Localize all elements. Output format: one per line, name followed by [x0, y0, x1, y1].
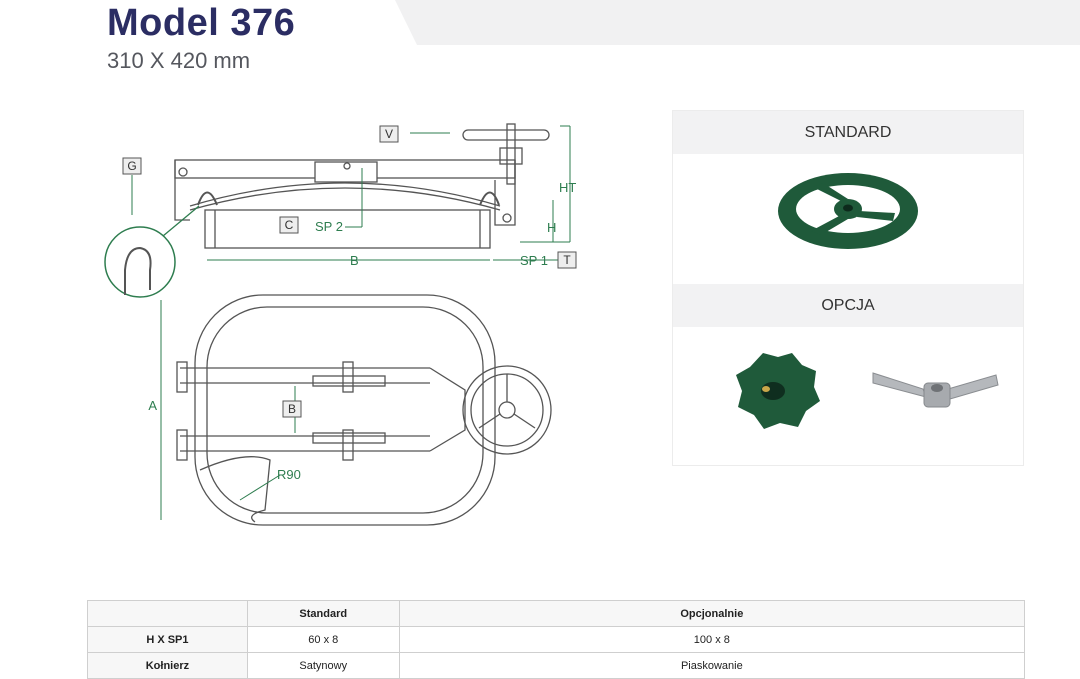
label-box-c — [279, 216, 299, 234]
page-subtitle: 310 X 420 mm — [107, 48, 251, 73]
standard-heading: STANDARD — [673, 111, 1023, 154]
bar-plate-top — [312, 375, 386, 387]
pivot-right — [502, 213, 512, 223]
side-view-hinge-left — [174, 160, 190, 221]
row-name: H X SP1 — [87, 626, 248, 653]
header-cell-standard: Standard — [246, 600, 400, 627]
label-g: G — [127, 159, 136, 173]
spec-table: Standard Opcjonalnie H X SP1 60 x 8 100 … — [87, 600, 1026, 679]
pivot-left — [178, 167, 188, 177]
knob-option-image — [736, 353, 820, 429]
label-sp2: SP 2 — [315, 219, 343, 234]
pivot-center — [343, 162, 351, 170]
label-b-dim: B — [350, 253, 359, 268]
spec-table-header: Standard Opcjonalnie — [87, 600, 1026, 627]
label-v: V — [385, 127, 393, 141]
label-box-v — [379, 125, 399, 143]
bolt-top-left — [176, 361, 188, 393]
technical-drawing: G V C T B HT H SP 2 SP 1 B A R90 — [104, 123, 577, 526]
screw-nut — [499, 147, 523, 165]
arrow-r90 — [239, 474, 281, 501]
label-box-t — [557, 251, 577, 269]
bolt-bottom-left — [176, 429, 188, 461]
label-r90: R90 — [277, 467, 301, 482]
side-view-bracket — [314, 161, 378, 183]
header-band — [395, 0, 1080, 45]
handle-bar — [462, 129, 550, 141]
table-row: H X SP1 60 x 8 100 x 8 — [87, 626, 1026, 653]
handwheel-outer — [462, 365, 552, 455]
bar-plate-bottom — [312, 432, 386, 444]
row-optional: 100 x 8 — [398, 626, 1026, 653]
handwheel-hub — [498, 401, 516, 419]
label-box-b — [282, 400, 302, 418]
side-view-collar — [204, 209, 491, 249]
label-c: C — [285, 218, 294, 232]
top-view-inner — [206, 306, 484, 514]
bolt-bottom-center — [342, 429, 354, 461]
wing-nut-option-image — [872, 372, 999, 408]
label-box-g — [122, 157, 142, 175]
label-ht: HT — [559, 180, 576, 195]
gasket-detail-circle — [104, 226, 176, 298]
side-view-hinge-right — [494, 160, 516, 226]
top-view-bracket — [429, 367, 466, 452]
header-cell-optional: Opcjonalnie — [398, 600, 1026, 627]
gasket-left — [197, 191, 218, 206]
cutout-r90 — [199, 456, 271, 523]
bolt-top-center — [342, 361, 354, 393]
label-b-box: B — [288, 402, 296, 416]
label-a-dim: A — [148, 398, 157, 413]
options-panel: STANDARD OPCJA — [672, 110, 1024, 466]
handwheel-standard-image — [778, 173, 918, 249]
label-sp1: SP 1 — [520, 253, 548, 268]
option-heading: OPCJA — [673, 284, 1023, 327]
gasket-right — [479, 191, 500, 206]
label-h: H — [547, 220, 556, 235]
label-t: T — [563, 253, 571, 267]
top-view-outer — [194, 294, 496, 526]
row-standard: 60 x 8 — [246, 626, 400, 653]
page-title: Model 376 — [107, 2, 296, 44]
screw-shaft — [506, 123, 516, 185]
side-view-lid-curve-inner — [189, 187, 501, 211]
header-cell-empty — [87, 600, 248, 627]
gasket-detail-shape — [124, 246, 152, 295]
side-view-lid-curve — [189, 182, 501, 207]
